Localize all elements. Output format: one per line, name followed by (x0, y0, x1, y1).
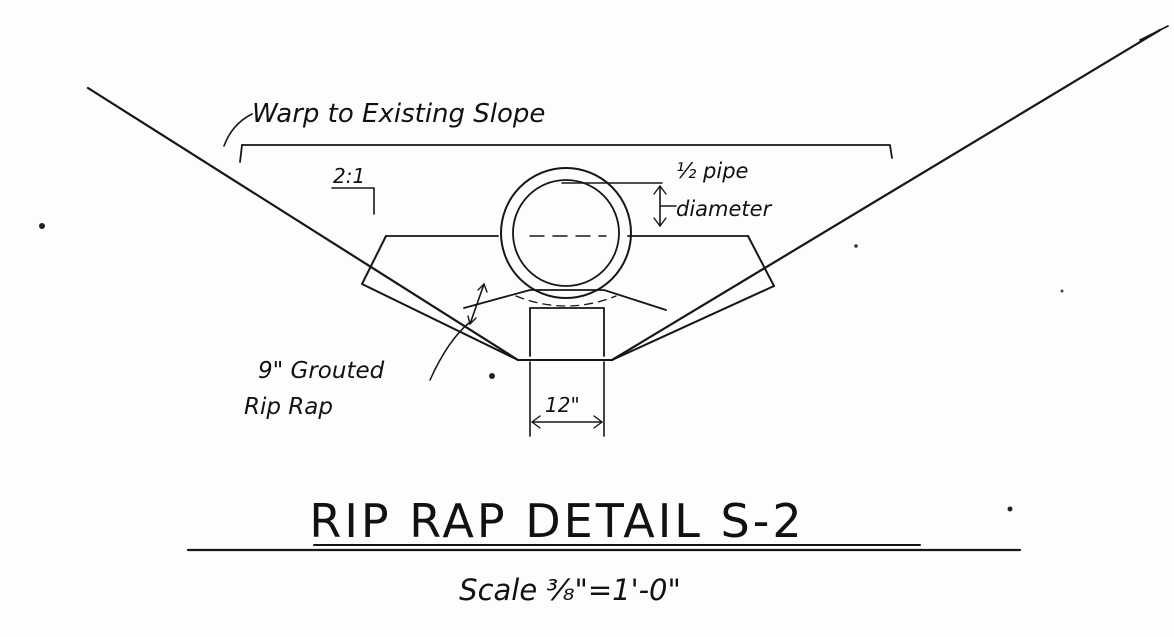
headwall-top-edge (241, 144, 893, 159)
scan-speck (1007, 506, 1013, 512)
riprap-thickness-dim (469, 283, 485, 325)
headwall-left-edge (239, 144, 243, 163)
scan-speck (39, 223, 45, 229)
riprap-note-line2: Rip Rap (244, 394, 333, 420)
detail-title: RIP RAP DETAIL S-2 (309, 494, 804, 548)
scale-note: Scale ³⁄₈"=1'-0" (459, 573, 681, 607)
width-arrow-left (531, 415, 541, 429)
pipe-note-line1: ½ pipe (676, 159, 748, 183)
scan-speck (1060, 289, 1064, 293)
riprap-leader-line (429, 321, 471, 381)
slope-ratio-triangle (331, 187, 375, 215)
riprap-note-line1: 9" Grouted (258, 358, 385, 384)
slope-note-label: Warp to Existing Slope (252, 99, 545, 129)
half-diameter-arrow-up (653, 185, 667, 195)
scan-speck (489, 373, 495, 379)
riprap-thickness-arrow-bottom (467, 315, 477, 325)
slope-ratio-label: 2:1 (333, 164, 365, 188)
left-riprap-blanket (361, 235, 519, 361)
width-arrow-right (593, 415, 603, 429)
right-existing-slope-line (610, 28, 1162, 362)
pipe-outer-wall (500, 167, 632, 299)
pipe-bedding-dashed-arc (515, 295, 617, 307)
pipe-bedding-top (463, 289, 667, 311)
slope-end-tick (1139, 25, 1169, 41)
riprap-thickness-arrow-top (477, 283, 488, 293)
slope-note-leader (223, 113, 253, 147)
right-riprap-blanket (611, 235, 775, 361)
scan-speck (854, 244, 858, 248)
left-existing-slope-line (86, 86, 520, 362)
half-diameter-arrow-down (653, 217, 667, 227)
pipe-inner-wall (512, 179, 620, 287)
width-dim-label: 12" (545, 393, 580, 417)
pipe-note-line2: diameter (676, 197, 773, 221)
